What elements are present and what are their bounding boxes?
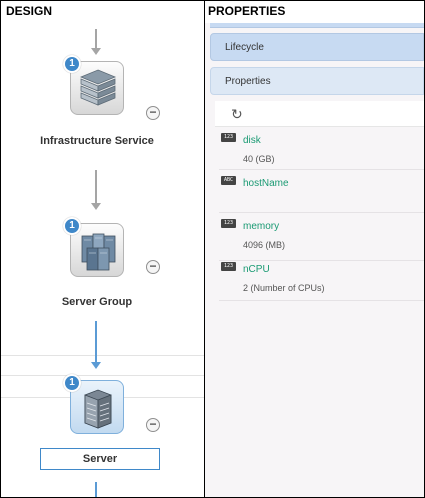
server-group-icon[interactable]: [70, 223, 124, 277]
properties-panel: Lifecycle Properties ↻ 123 disk 40 (GB) …: [205, 23, 424, 497]
count-badge: 1: [63, 374, 81, 392]
number-type-icon: 123: [221, 219, 236, 228]
section-properties[interactable]: Properties: [210, 67, 424, 95]
property-row[interactable]: 123 nCPU 2 (Number of CPUs): [219, 262, 424, 301]
properties-toolbar: ↻: [215, 101, 424, 127]
number-type-icon: 123: [221, 133, 236, 142]
section-lifecycle[interactable]: Lifecycle: [210, 33, 424, 61]
property-name[interactable]: nCPU: [243, 264, 270, 275]
text-type-icon: ABC: [221, 176, 236, 185]
column-divider: [204, 0, 205, 498]
property-row[interactable]: 123 disk 40 (GB): [219, 133, 424, 170]
count-badge: 1: [63, 217, 81, 235]
node-label-server[interactable]: Server: [40, 448, 160, 470]
server-icon[interactable]: [70, 380, 124, 434]
connector-line: [95, 321, 97, 363]
property-value: 4096 (MB): [243, 240, 286, 250]
arrow-head-icon: [91, 203, 101, 210]
connector-line: [95, 29, 97, 49]
property-name[interactable]: memory: [243, 221, 280, 232]
property-row[interactable]: 123 memory 4096 (MB): [219, 219, 424, 261]
property-row[interactable]: ABC hostName: [219, 176, 424, 213]
remove-node-button[interactable]: −: [146, 260, 160, 274]
grid-line: [1, 355, 204, 356]
property-value: 40 (GB): [243, 154, 275, 164]
design-header: DESIGN: [6, 4, 53, 18]
arrow-head-icon: [91, 48, 101, 55]
infrastructure-service-icon[interactable]: [70, 61, 124, 115]
number-type-icon: 123: [221, 262, 236, 271]
grid-line: [1, 375, 204, 376]
node-label-server-group: Server Group: [61, 296, 133, 308]
node-label-infrastructure-service: Infrastructure Service: [40, 135, 154, 147]
connector-line: [95, 482, 97, 497]
count-badge: 1: [63, 55, 81, 73]
property-value: 2 (Number of CPUs): [243, 283, 325, 293]
refresh-icon[interactable]: ↻: [231, 106, 243, 122]
panel-tab-strip: [210, 23, 424, 28]
remove-node-button[interactable]: −: [146, 418, 160, 432]
remove-node-button[interactable]: −: [146, 106, 160, 120]
connector-line: [95, 170, 97, 204]
properties-header: PROPERTIES: [208, 4, 286, 18]
arrow-head-icon: [91, 362, 101, 369]
property-name[interactable]: hostName: [243, 178, 289, 189]
property-name[interactable]: disk: [243, 135, 261, 146]
design-canvas[interactable]: 1 − Infrastructure Service: [1, 23, 204, 497]
